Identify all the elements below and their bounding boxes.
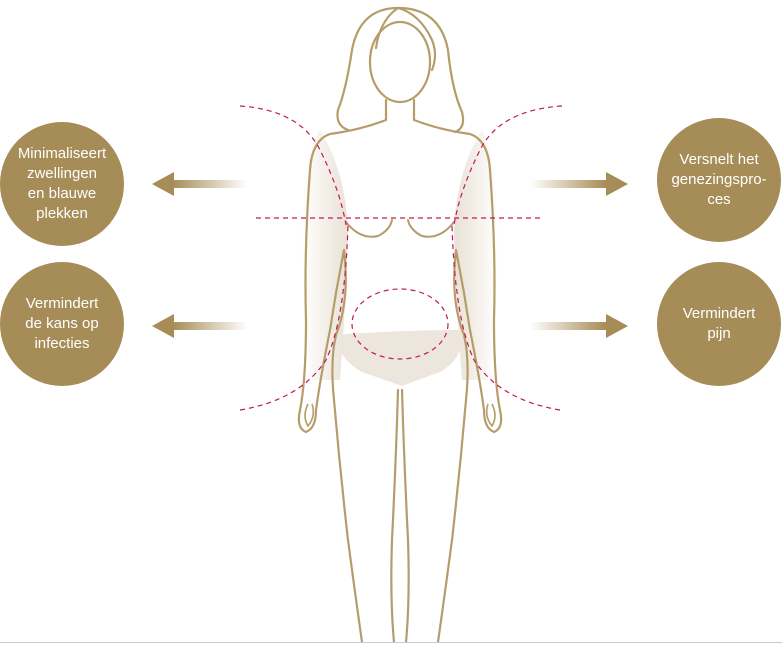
left-arm-shading (301, 130, 348, 380)
left-lower-zone-arc (239, 224, 349, 411)
benefit-badge-left-bottom: Vermindert de kans op infecties (0, 262, 124, 386)
benefit-label: Vermindert pijn (682, 305, 756, 342)
arrow-right-bottom-icon (530, 314, 628, 338)
right-upper-zone-arc (453, 105, 563, 226)
ground-line (0, 642, 782, 643)
right-hand (485, 403, 496, 428)
left-upper-zone-arc (239, 105, 347, 226)
arrow-right-top-icon (530, 172, 628, 196)
head-outline (368, 20, 432, 104)
briefs-shape (334, 330, 466, 386)
right-arm-shading (454, 130, 499, 380)
compression-zones (239, 105, 563, 411)
body-outline (297, 98, 503, 644)
benefit-badge-right-bottom: Vermindert pijn (657, 262, 781, 386)
benefit-label: Versnelt het genezingspro- ces (671, 151, 767, 208)
arrow-left-top-icon (152, 172, 248, 196)
arrow-left-bottom-icon (152, 314, 248, 338)
left-hand (304, 403, 315, 428)
benefit-label: Minimaliseert zwellingen en blauwe plekk… (17, 145, 107, 222)
benefit-badge-right-top: Versnelt het genezingspro- ces (657, 118, 781, 242)
chest-outline (345, 219, 455, 238)
abdomen-zone-ellipse (351, 288, 449, 360)
right-lower-zone-arc (451, 224, 561, 411)
benefit-label: Vermindert de kans op infecties (25, 295, 99, 352)
hair-outline (336, 6, 465, 134)
benefit-badge-left-top: Minimaliseert zwellingen en blauwe plekk… (0, 122, 124, 246)
